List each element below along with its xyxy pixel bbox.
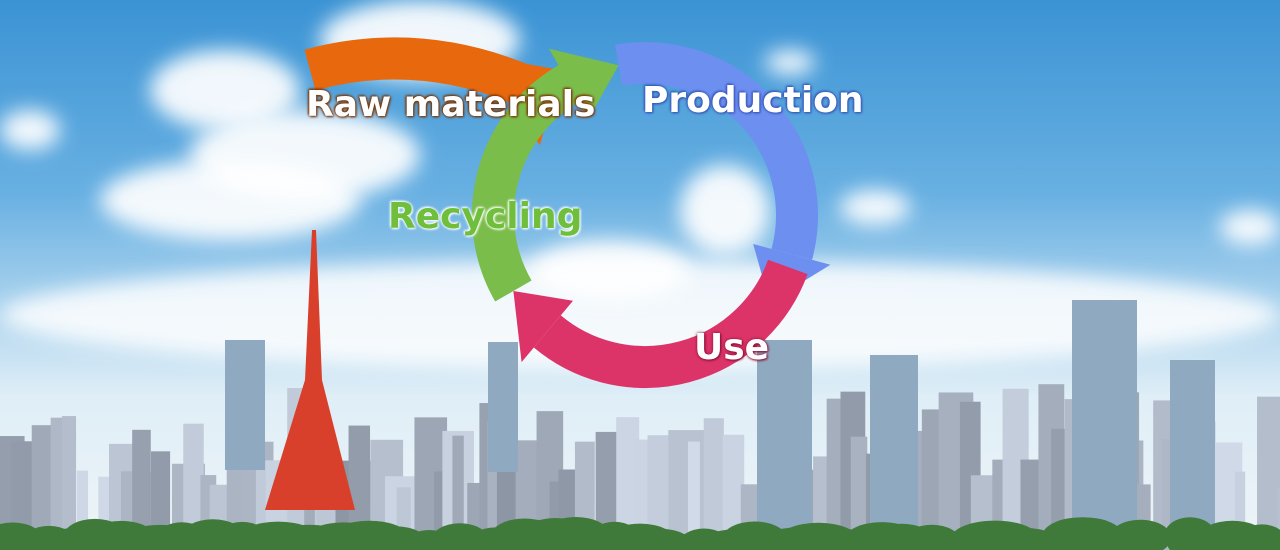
tower-building — [225, 340, 265, 470]
building — [61, 416, 77, 550]
tower-building — [488, 342, 518, 472]
building — [31, 425, 53, 550]
building — [616, 417, 640, 550]
building — [50, 417, 63, 550]
label-use: Use — [694, 327, 770, 368]
tokyo-tower — [265, 230, 355, 510]
building — [703, 418, 724, 550]
building — [183, 423, 204, 550]
tower-building — [1170, 360, 1215, 530]
trees — [1109, 519, 1172, 550]
label-production: Production — [642, 80, 864, 121]
recycling-arrowhead — [549, 48, 619, 119]
production-arc — [614, 42, 818, 260]
building — [1257, 396, 1280, 550]
building — [132, 429, 151, 550]
building — [826, 398, 842, 550]
building — [1277, 487, 1280, 550]
building — [850, 436, 868, 550]
tower-building — [1072, 300, 1137, 550]
use-arc — [533, 259, 808, 388]
building — [722, 434, 745, 550]
label-recycling: Recycling — [388, 196, 583, 237]
trees — [626, 528, 694, 550]
tower-building — [757, 340, 812, 550]
building — [687, 441, 700, 550]
building — [1235, 471, 1246, 550]
trees — [1236, 524, 1280, 550]
building — [76, 470, 89, 550]
building — [595, 431, 617, 550]
building — [434, 471, 446, 550]
building — [452, 435, 464, 550]
tower-building — [870, 355, 918, 550]
label-raw-materials: Raw materials — [306, 84, 596, 125]
building — [348, 425, 371, 550]
use-arrowhead — [513, 291, 574, 363]
recycling-arc — [472, 65, 580, 302]
raw-materials-arrow — [304, 37, 539, 108]
